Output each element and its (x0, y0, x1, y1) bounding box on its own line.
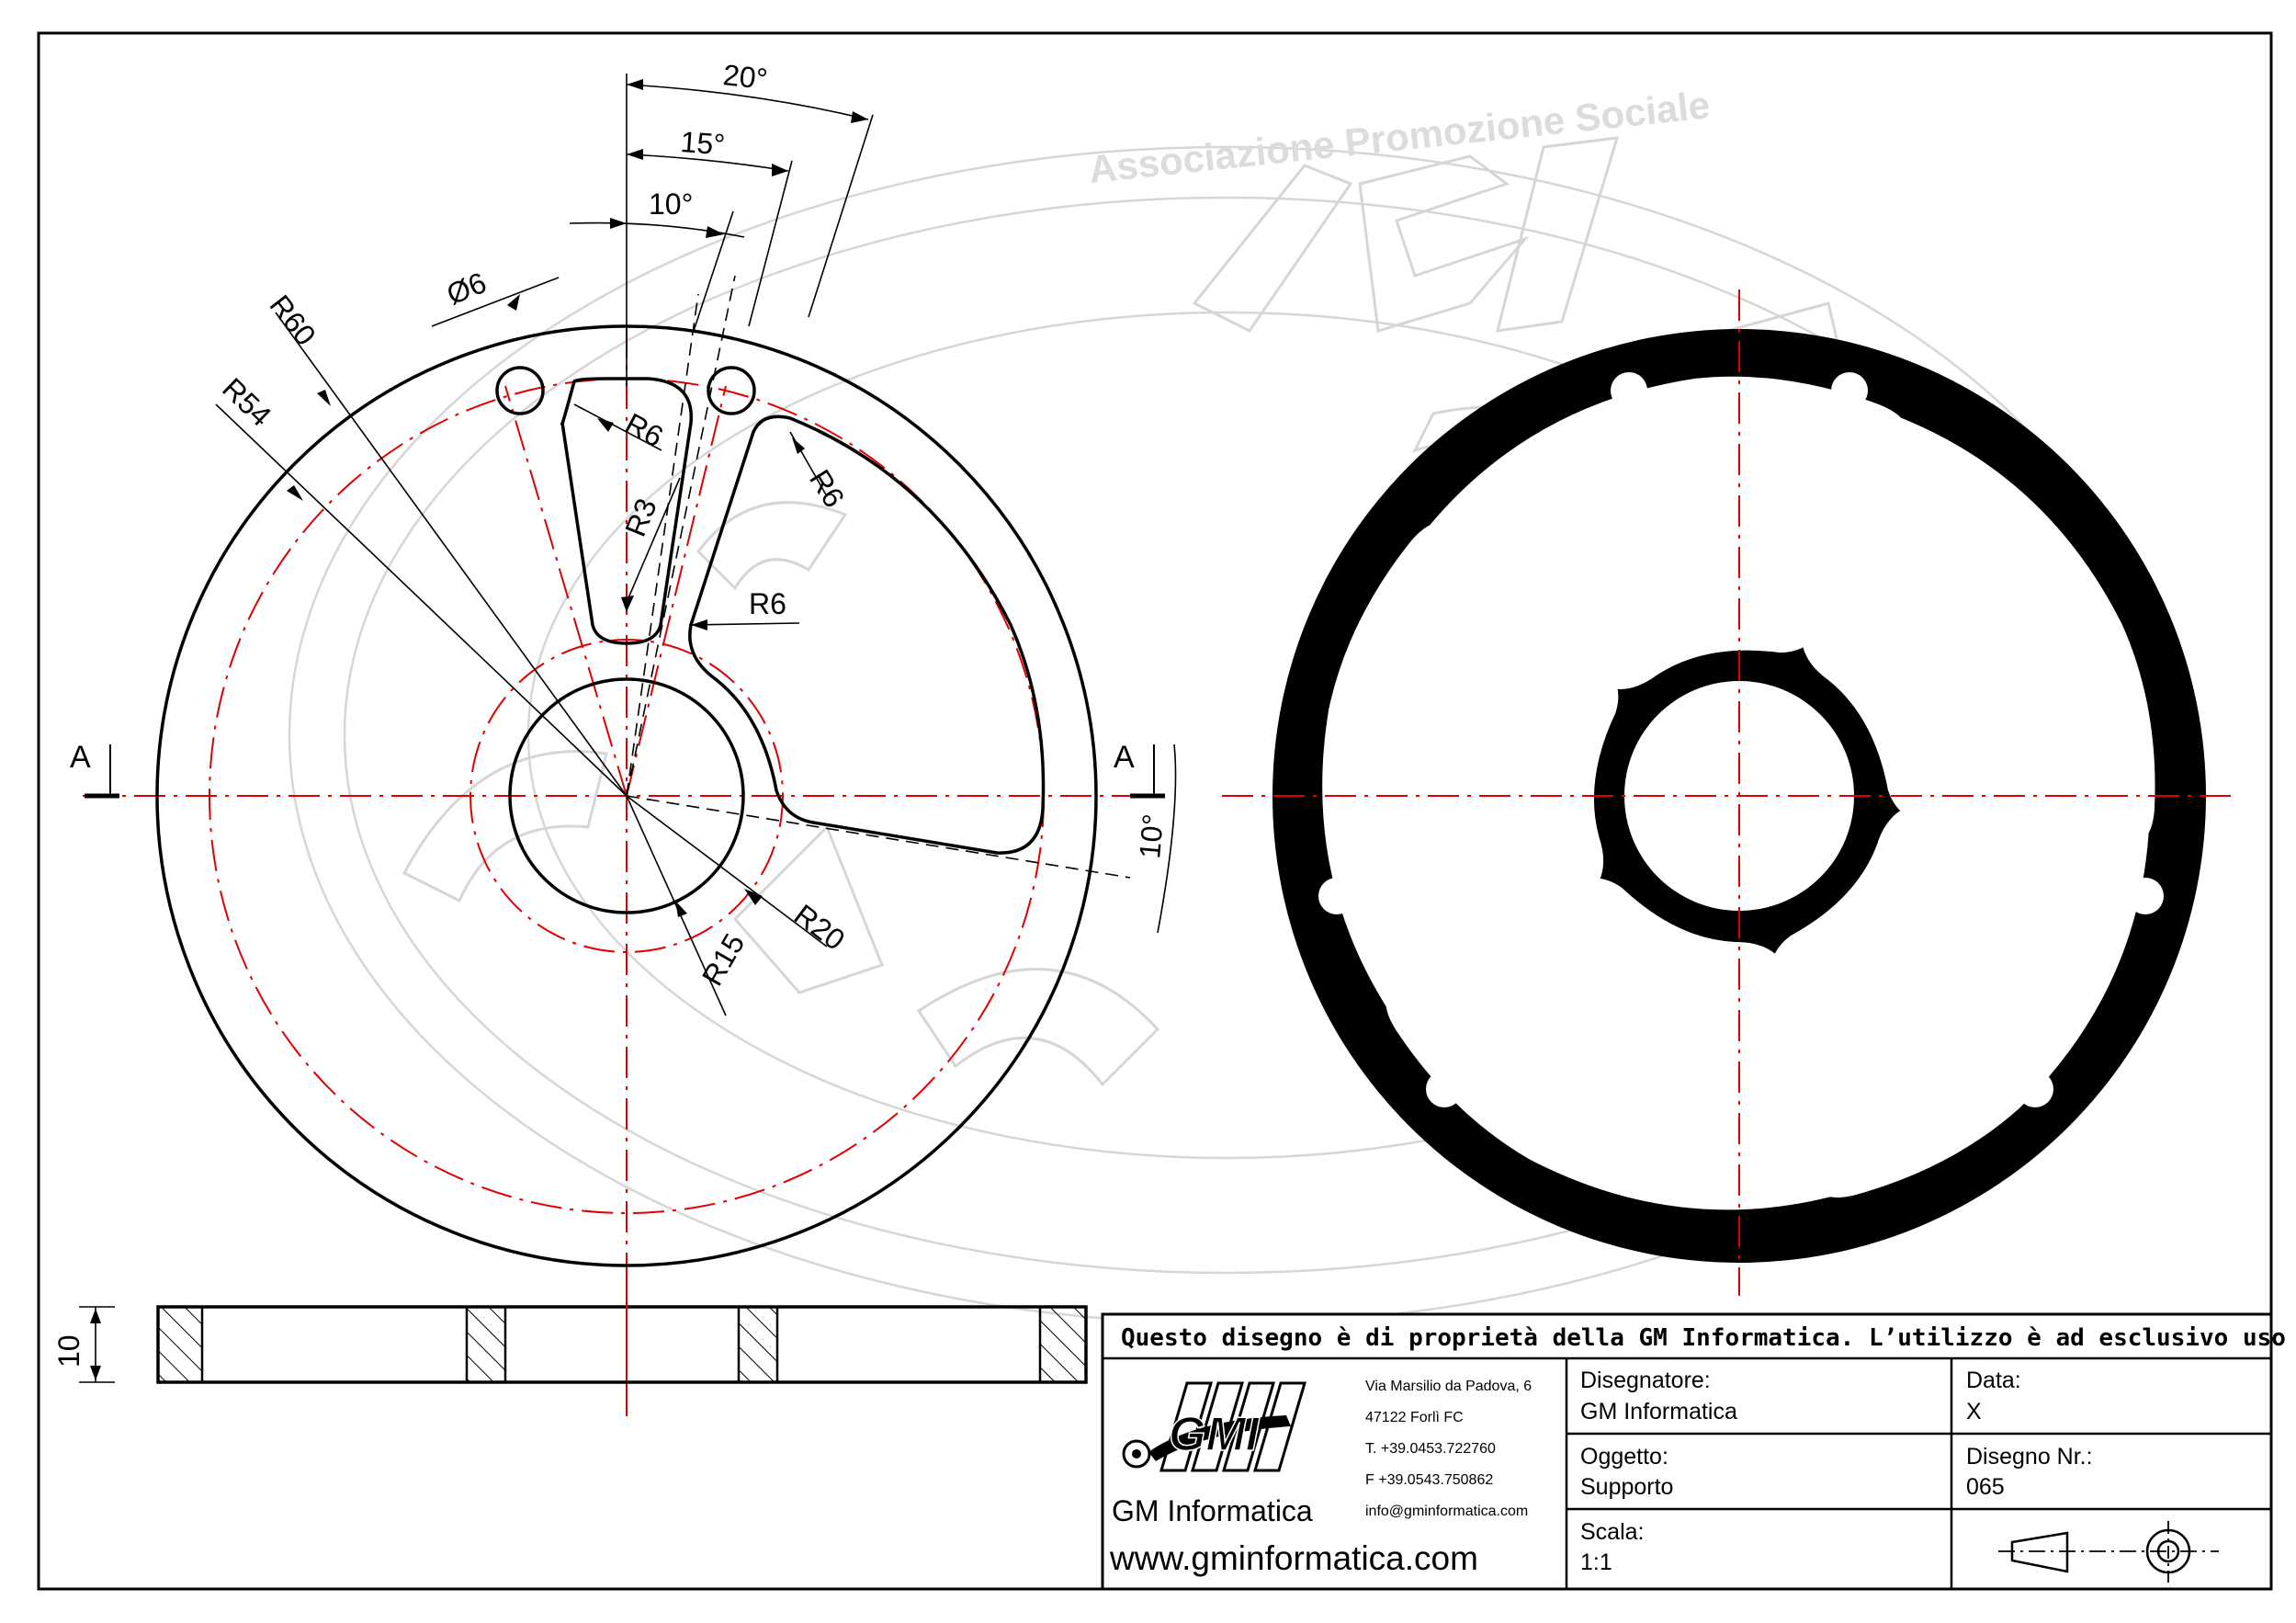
company-name: GM Informatica (1112, 1494, 1313, 1527)
title-fields: Disegnatore: GM Informatica Data: X Ogge… (1580, 1368, 2093, 1575)
designer-value: GM Informatica (1580, 1399, 1737, 1424)
drawing-no-label: Disegno Nr.: (1966, 1444, 2093, 1470)
dim-radius-20: R20 (788, 898, 852, 957)
company-logo: GMI (1122, 1381, 1307, 1472)
address-line: Via Marsilio da Padova, 6 (1365, 1379, 1532, 1394)
rendered-view (1222, 289, 2233, 1296)
dim-hole-diameter: Ø6 (442, 266, 491, 311)
ownership-notice: Questo disegno è di proprietà della GM I… (1121, 1324, 2296, 1352)
section-label-left: A (70, 740, 91, 775)
date-label: Data: (1966, 1368, 2021, 1393)
title-block: Questo disegno è di proprietà della GM I… (1101, 1312, 2296, 1591)
address-line: info@gminformatica.com (1365, 1504, 1528, 1519)
designer-label: Disegnatore: (1580, 1368, 1711, 1393)
company-website: www.gminformatica.com (1109, 1539, 1478, 1577)
scale-value: 1:1 (1580, 1549, 1612, 1575)
hole-left (495, 366, 545, 415)
address-line: 47122 Forlì FC (1365, 1410, 1464, 1425)
dim-radius-60: R60 (263, 289, 322, 351)
hole-right (707, 366, 756, 415)
dim-angle-15: 15° (680, 125, 727, 161)
company-address: Via Marsilio da Padova, 6 47122 Forlì FC… (1365, 1379, 1532, 1519)
logo-circle-icon (1122, 1439, 1151, 1469)
drawing-no-value: 065 (1966, 1474, 2005, 1500)
object-value: Supporto (1580, 1474, 1673, 1500)
dim-thickness: 10 (52, 1334, 85, 1368)
arrowheads (287, 79, 868, 917)
section-label-right: A (1114, 740, 1135, 775)
section-markers: A A (70, 740, 1165, 799)
dim-angle-10-top: 10° (649, 187, 693, 221)
dimension-lines (215, 74, 1177, 1016)
dim-radius-54: R54 (216, 371, 277, 433)
object-label: Oggetto: (1580, 1444, 1668, 1470)
center-bore (508, 677, 745, 914)
front-view: 20° 15° 10° Ø6 R60 R54 R6 R3 R6 R6 R20 R… (70, 58, 1177, 1415)
watermark-letters (402, 136, 1867, 1087)
address-line: F +39.0543.750862 (1365, 1472, 1493, 1488)
scale-label: Scala: (1580, 1519, 1644, 1545)
dim-angle-20: 20° (721, 58, 769, 96)
dim-radius-15: R15 (696, 928, 752, 992)
projection-symbol-icon (1998, 1521, 2219, 1583)
tapered-slot (560, 377, 693, 645)
logo-lettering: GMI (1169, 1408, 1261, 1461)
dim-angle-10-side: 10° (1133, 812, 1170, 859)
window-contour (688, 414, 1046, 855)
address-line: T. +39.0453.722760 (1365, 1441, 1496, 1457)
dim-radius-6-fillet: R6 (749, 587, 786, 620)
section-view: 10 (52, 1282, 1088, 1420)
date-value: X (1966, 1399, 1982, 1424)
